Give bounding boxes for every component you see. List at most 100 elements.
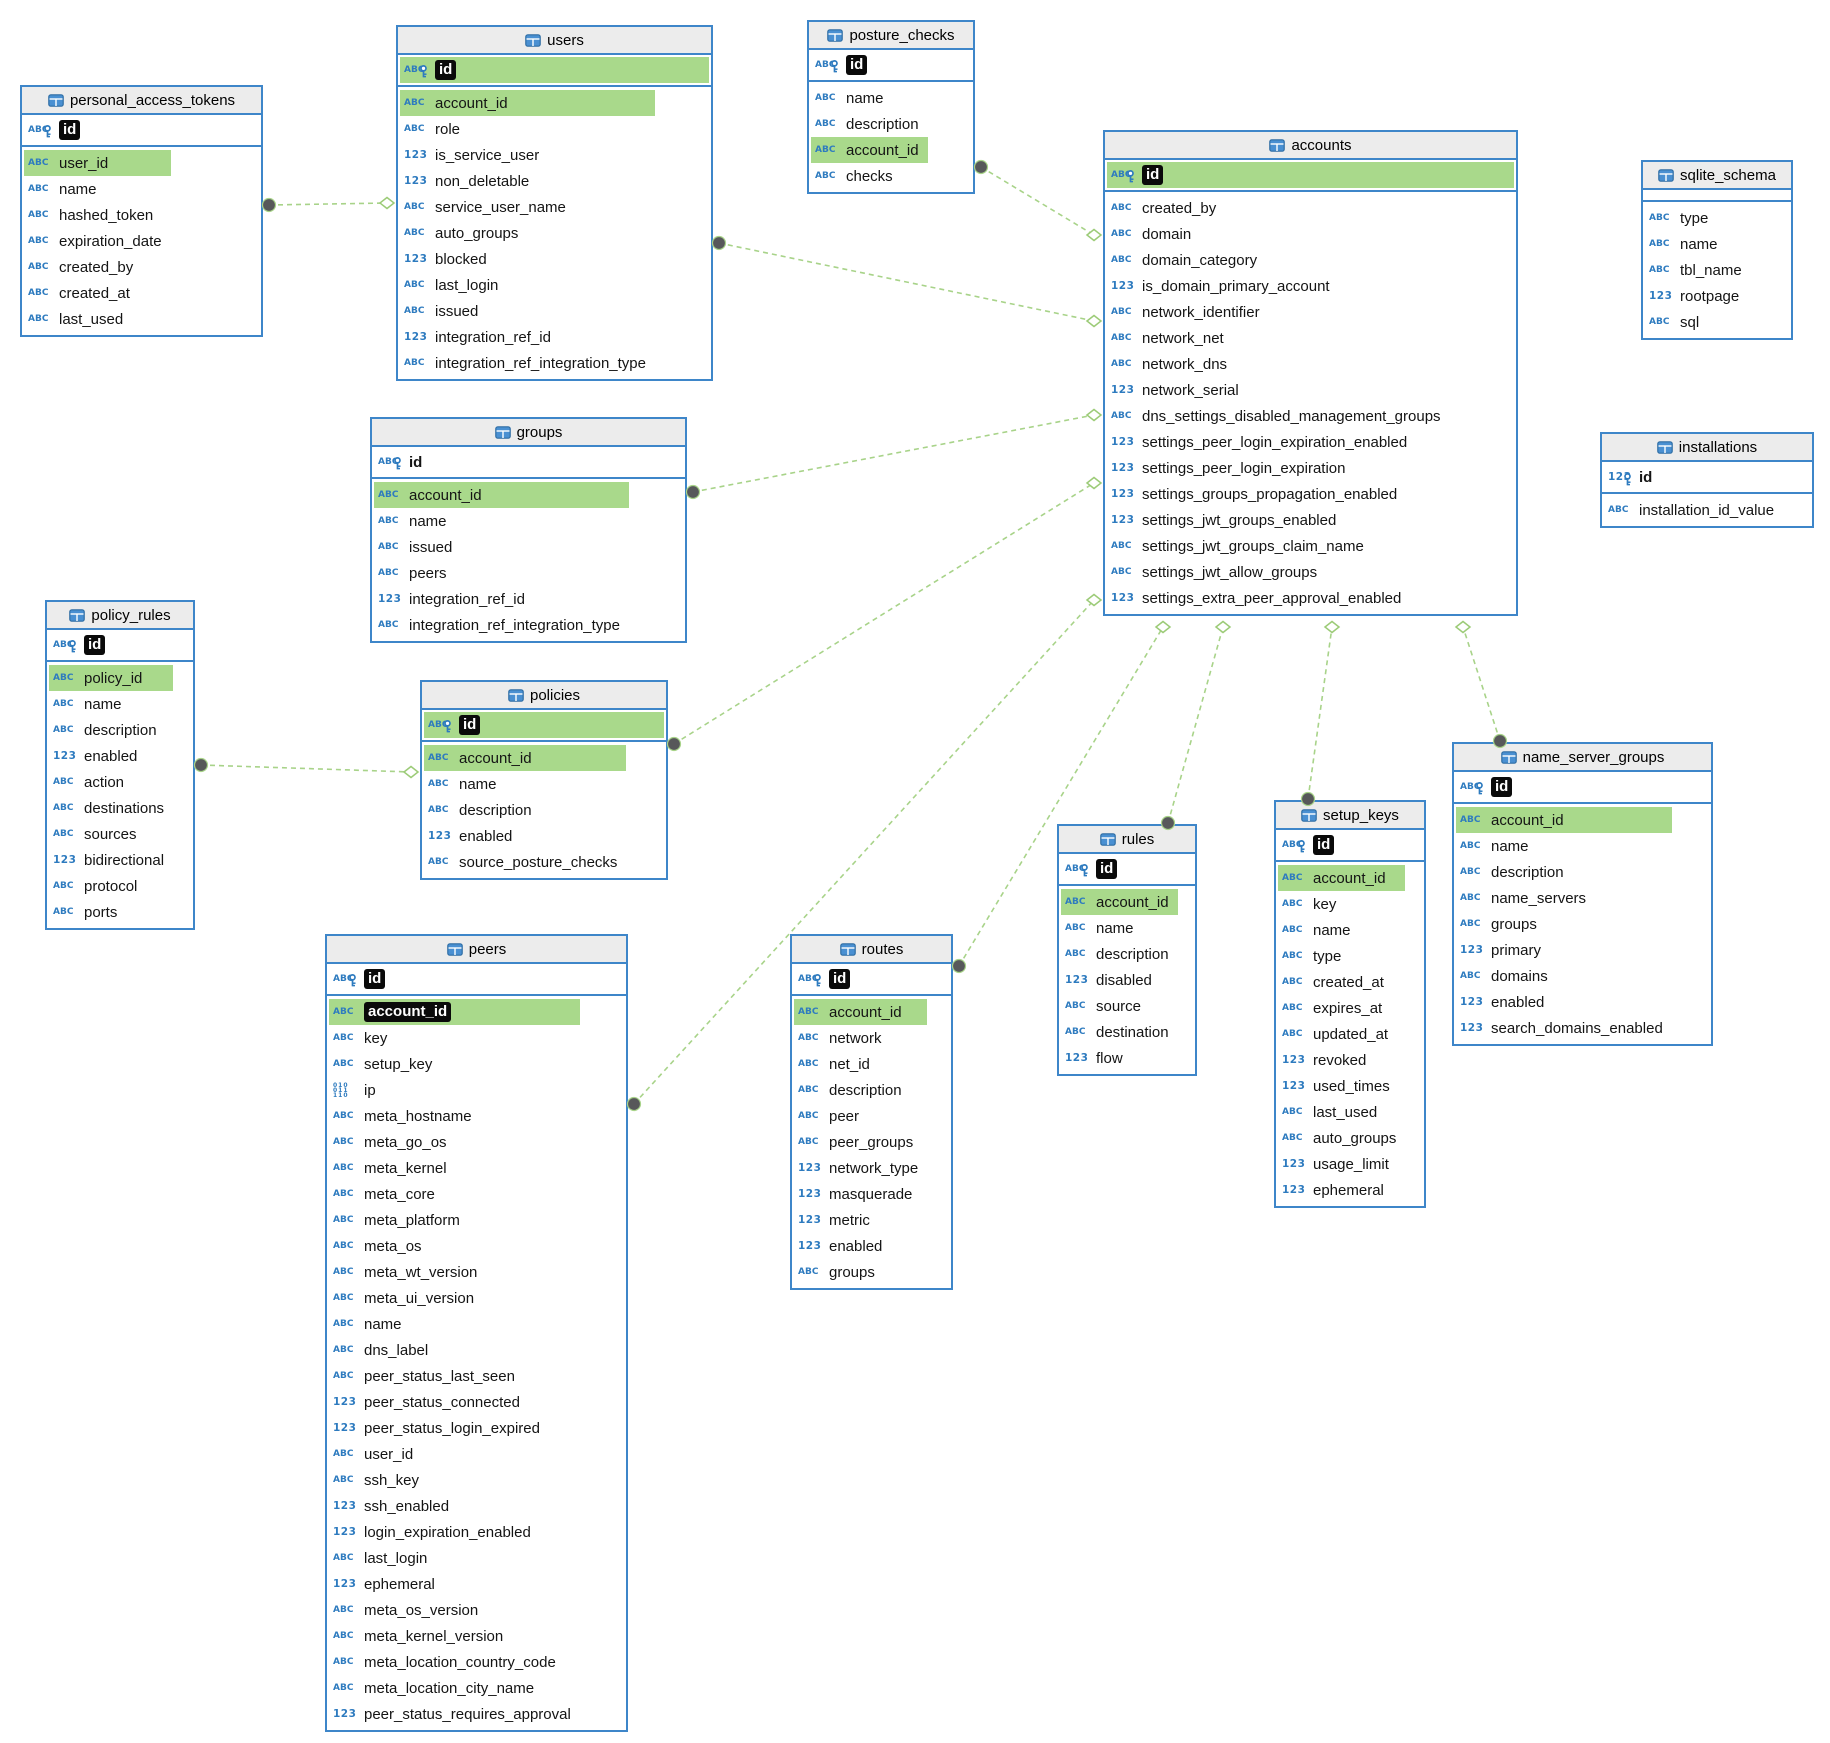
table-header[interactable]: routes: [792, 936, 951, 964]
relation-connector[interactable]: [1167, 626, 1224, 824]
table-header[interactable]: peers: [327, 936, 626, 964]
table-header[interactable]: rules: [1059, 826, 1195, 854]
relation-connector[interactable]: [200, 764, 412, 773]
table-header[interactable]: policy_rules: [47, 602, 193, 630]
table-header[interactable]: accounts: [1105, 132, 1516, 160]
table-header[interactable]: name_server_groups: [1454, 744, 1711, 772]
table-header[interactable]: installations: [1602, 434, 1812, 462]
table-header[interactable]: sqlite_schema: [1643, 162, 1791, 190]
relation-connector[interactable]: [718, 242, 1095, 322]
table-header[interactable]: posture_checks: [809, 22, 973, 50]
table-header[interactable]: users: [398, 27, 711, 55]
